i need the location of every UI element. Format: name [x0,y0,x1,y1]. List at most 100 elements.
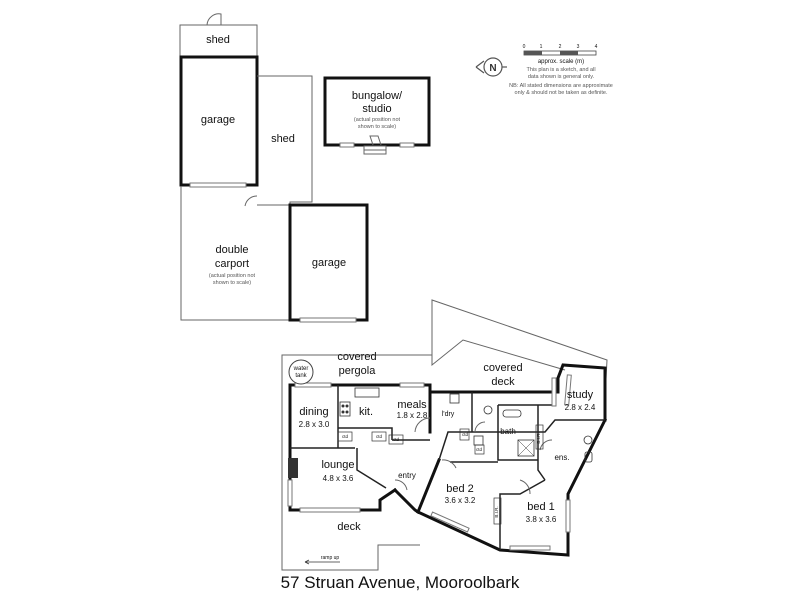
window-bed2 [430,511,470,533]
compass-letter: N [489,63,496,74]
scale-tick-3: 3 [577,44,580,50]
scale-seg-3 [560,51,578,55]
dining-label: dining [299,406,328,418]
ensuite-toilet-icon [583,435,593,445]
shed-top-door [206,13,222,26]
bungalow-window-1 [339,142,355,148]
scale-label: approx. scale (m) [538,59,584,65]
window-lounge-south [299,507,361,513]
cupboard-a [337,431,353,442]
cupboard-c [388,434,404,445]
garage-right-door [299,317,357,323]
carport-label-1: double [215,244,248,256]
window-meals [399,382,425,388]
covered-deck-label-2: deck [491,376,515,388]
toilet-icon [483,405,493,415]
deck-bottom-outline [281,385,420,571]
door-meals [414,417,431,433]
wall-entry [392,487,421,515]
cupboard-a-label: ctd [342,434,349,439]
door-bed1 [519,479,531,495]
door-bath [474,421,486,433]
door-entry [394,479,408,491]
carport-label-2: carport [215,258,249,270]
kitchen-label: kit. [359,406,373,418]
ensuite-basin-icon [584,451,593,463]
window-study-deck [551,377,557,407]
covered-deck-outline [431,339,566,371]
wc-icon [473,435,484,446]
window-study [564,374,572,406]
lounge-dims: 4.8 x 3.6 [323,474,354,483]
laundry-trough-icon [449,393,460,404]
door-ensuite [539,439,553,451]
window-bed1-east [565,499,571,533]
pergola-label-2: pergola [339,365,377,377]
window-dining [294,382,332,388]
pergola-label-1: covered [337,351,376,363]
door-bed2 [441,459,457,469]
garage-right-label: garage [312,257,346,269]
north-compass-icon: N [475,57,507,77]
bed1-dims: 3.8 x 3.6 [526,515,557,524]
bed2-dims: 3.6 x 3.2 [445,496,476,505]
wall-lounge-east [356,448,387,489]
shower-icon [517,439,535,457]
shed-right-label: shed [271,133,295,145]
robe-b-label: B.I.R. [494,506,499,517]
covered-deck-label-1: covered [483,362,522,374]
bungalow-label-2: studio [362,103,391,115]
bed2-label: bed 2 [446,483,474,495]
robe-a [535,424,544,450]
shed-right [257,75,313,206]
ramp-label: ramp up [321,555,340,561]
scale-bar: 0 1 2 3 4 approx. scale (m) This plan is… [509,44,613,96]
water-tank-label-2: tank [295,373,307,379]
scale-note-3: NB: All stated dimensions are approximat… [509,83,613,89]
fireplace-icon [288,458,298,478]
robe-b [493,497,502,525]
bungalow-step [363,145,387,151]
wall-bed-wing [416,417,608,557]
bungalow [323,76,431,147]
bungalow-window-2 [399,142,415,148]
wall-hall-north [438,419,605,461]
wall-bath-west [497,405,538,461]
wall-bed-divider [499,479,546,550]
scale-note-4: only & should not be taken as definite. [515,90,608,96]
wall-north-east [428,363,607,422]
scale-tick-0: 0 [523,44,526,50]
address-title: 57 Struan Avenue, Mooroolbark [281,573,520,592]
water-tank-icon [288,359,314,385]
bungalow-door [369,135,382,146]
garage-left-label: garage [201,114,235,126]
carport-outline [180,186,290,321]
carport-note-2: shown to scale) [213,280,251,286]
bed1-label: bed 1 [527,501,555,513]
cupboard-c-label: ctd [393,437,400,442]
cupboard-d [459,428,470,441]
scale-seg-1 [524,51,542,55]
window-bed1 [509,545,551,551]
cupboard-e-label: ctd [476,447,483,452]
dining-dims: 2.8 x 3.0 [299,420,330,429]
ensuite-label: ens. [554,453,569,462]
pergola-outline [281,299,608,399]
cupboard-b-label: ctd [376,434,383,439]
shed-top-label: shed [206,34,230,46]
study-label: study [567,389,594,401]
bungalow-note-1: (actual position not [354,117,401,123]
cupboard-e [474,444,485,455]
carport-note-1: (actual position not [209,273,256,279]
bungalow-step-2 [363,149,387,155]
scale-tick-1: 1 [540,44,543,50]
bath-label: bath [500,427,516,436]
scale-note-2: data shown is general only. [528,74,595,80]
meals-label: meals [397,399,427,411]
wall-kitchen-bench [338,427,393,440]
laundry-label: l'dry [442,411,455,418]
kitchen-sink-icon [354,387,380,398]
cupboard-d-label: ctd [462,432,469,437]
wall-bath-east [537,405,546,481]
